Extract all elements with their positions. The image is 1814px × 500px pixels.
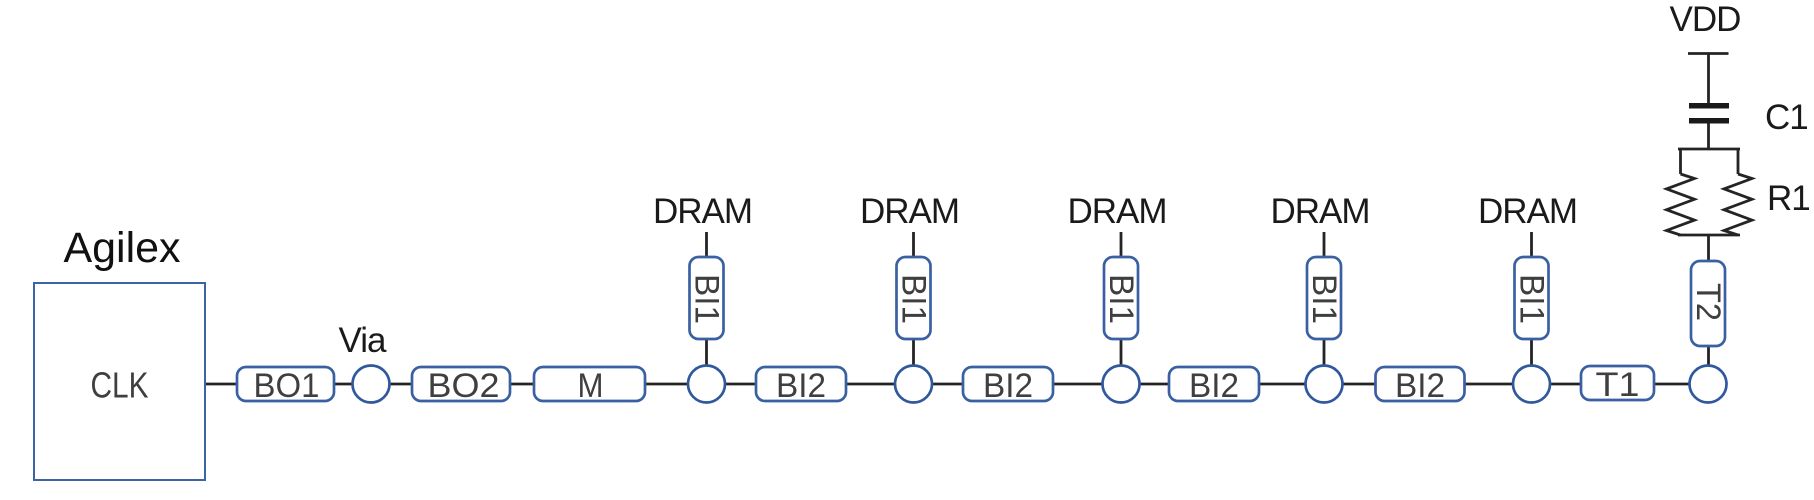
svg-text:VDD: VDD xyxy=(1670,0,1741,39)
svg-text:CLK: CLK xyxy=(91,365,149,406)
svg-text:BI1: BI1 xyxy=(895,274,933,324)
svg-text:BI1: BI1 xyxy=(688,274,726,324)
svg-text:Via: Via xyxy=(339,321,387,360)
svg-text:T2: T2 xyxy=(1689,283,1727,321)
svg-text:DRAM: DRAM xyxy=(860,192,959,231)
svg-text:BI2: BI2 xyxy=(983,367,1033,405)
svg-text:BI1: BI1 xyxy=(1102,274,1140,324)
svg-text:BI1: BI1 xyxy=(1305,274,1343,324)
svg-text:BI2: BI2 xyxy=(776,367,826,405)
svg-text:DRAM: DRAM xyxy=(1067,192,1166,231)
svg-text:BI2: BI2 xyxy=(1395,367,1445,405)
svg-text:T1: T1 xyxy=(1596,366,1640,404)
svg-text:BO2: BO2 xyxy=(428,367,500,405)
svg-text:C1: C1 xyxy=(1765,98,1808,137)
svg-text:DRAM: DRAM xyxy=(1478,192,1577,231)
svg-text:R1: R1 xyxy=(1767,179,1810,218)
svg-text:DRAM: DRAM xyxy=(1270,192,1369,231)
svg-text:M: M xyxy=(578,367,604,405)
svg-text:BI1: BI1 xyxy=(1513,274,1551,324)
svg-text:DRAM: DRAM xyxy=(653,192,752,231)
svg-text:BI2: BI2 xyxy=(1189,367,1239,405)
svg-text:BO1: BO1 xyxy=(254,367,320,405)
svg-text:Agilex: Agilex xyxy=(63,224,181,272)
